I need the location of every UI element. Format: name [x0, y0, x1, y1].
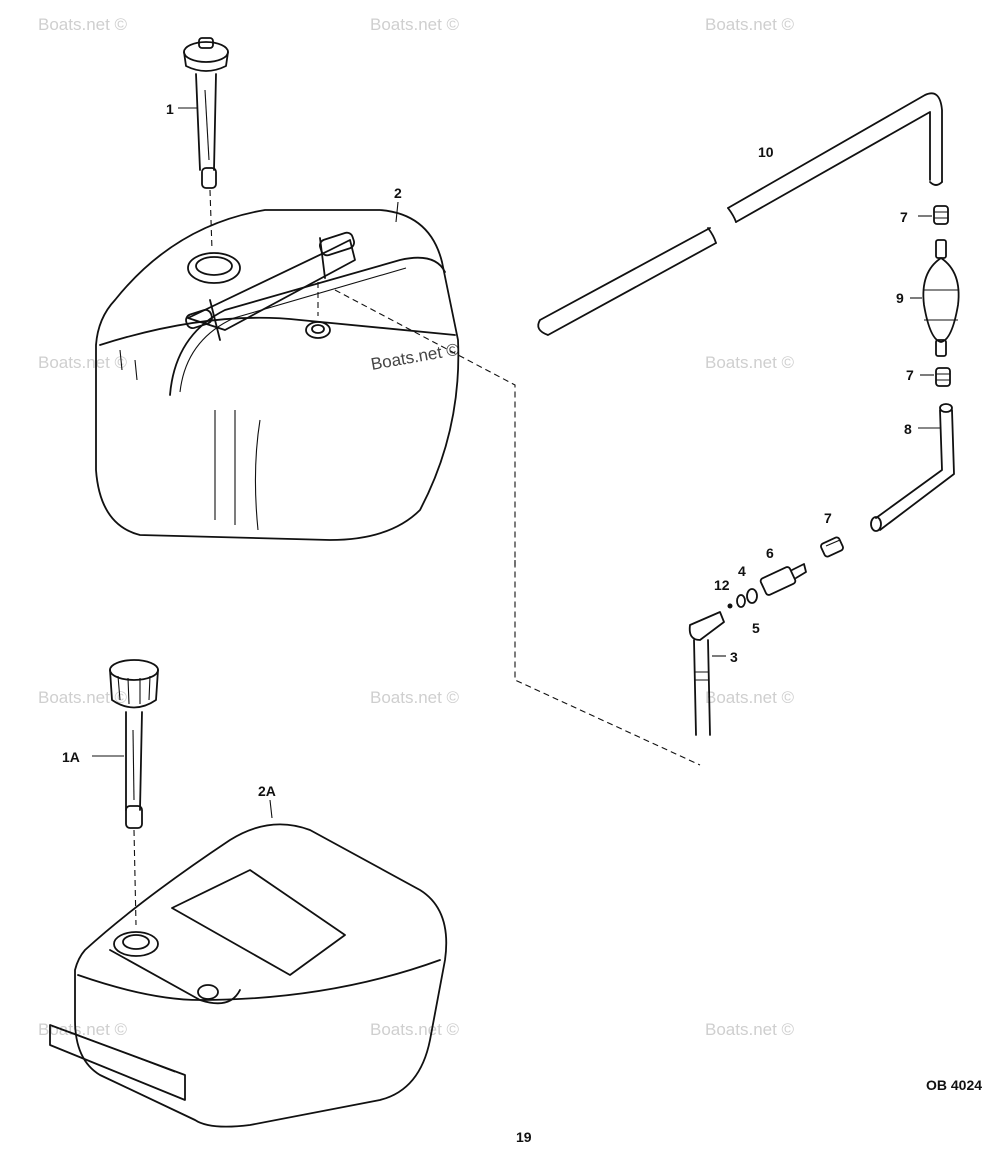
callout-3: 3	[730, 649, 738, 665]
callout-7-middle: 7	[906, 367, 914, 383]
watermark-4: Boats.net ©	[38, 353, 128, 372]
watermark-7: Boats.net ©	[38, 688, 128, 707]
callout-4: 4	[738, 563, 746, 579]
callout-6: 6	[766, 545, 774, 561]
callout-8: 8	[904, 421, 912, 437]
watermark-11: Boats.net ©	[370, 1020, 460, 1039]
page-number: 19	[516, 1129, 532, 1145]
watermark-3: Boats.net ©	[705, 15, 795, 34]
callout-2: 2	[394, 185, 402, 201]
callout-1: 1	[166, 101, 174, 117]
drawing-code: OB 4024	[926, 1077, 982, 1093]
callout-7-top: 7	[900, 209, 908, 225]
engine-outline-dashed	[334, 289, 701, 766]
part-2-fuel-tank	[95, 209, 460, 541]
callout-labels: 1 2 1A 2A 10 7 9 7 8 7 6 4 12 5 3	[62, 101, 914, 799]
watermark-9: Boats.net ©	[705, 688, 795, 707]
watermark-2: Boats.net ©	[370, 15, 460, 34]
callout-10: 10	[758, 144, 774, 160]
connector-assembly	[688, 536, 844, 736]
part-10-fuel-hose	[537, 92, 943, 336]
watermarks: Boats.net © Boats.net © Boats.net © Boat…	[38, 15, 795, 1039]
callout-12: 12	[714, 577, 730, 593]
part-8-fuel-line	[870, 403, 955, 532]
watermark-5: Boats.net ©	[369, 340, 460, 374]
watermark-12: Boats.net ©	[705, 1020, 795, 1039]
watermark-10: Boats.net ©	[38, 1020, 128, 1039]
part-2a-fuel-tank	[49, 823, 448, 1128]
callout-7-bottom: 7	[824, 510, 832, 526]
watermark-1: Boats.net ©	[38, 15, 128, 34]
callout-5: 5	[752, 620, 760, 636]
watermark-6: Boats.net ©	[705, 353, 795, 372]
leader-lines	[92, 107, 940, 819]
callout-9: 9	[896, 290, 904, 306]
callout-1a: 1A	[62, 749, 80, 765]
part-1a-fuel-pickup	[109, 659, 159, 926]
part-1-fuel-pickup	[183, 37, 229, 251]
callout-2a: 2A	[258, 783, 276, 799]
watermark-8: Boats.net ©	[370, 688, 460, 707]
primer-bulb-assembly	[922, 205, 960, 387]
